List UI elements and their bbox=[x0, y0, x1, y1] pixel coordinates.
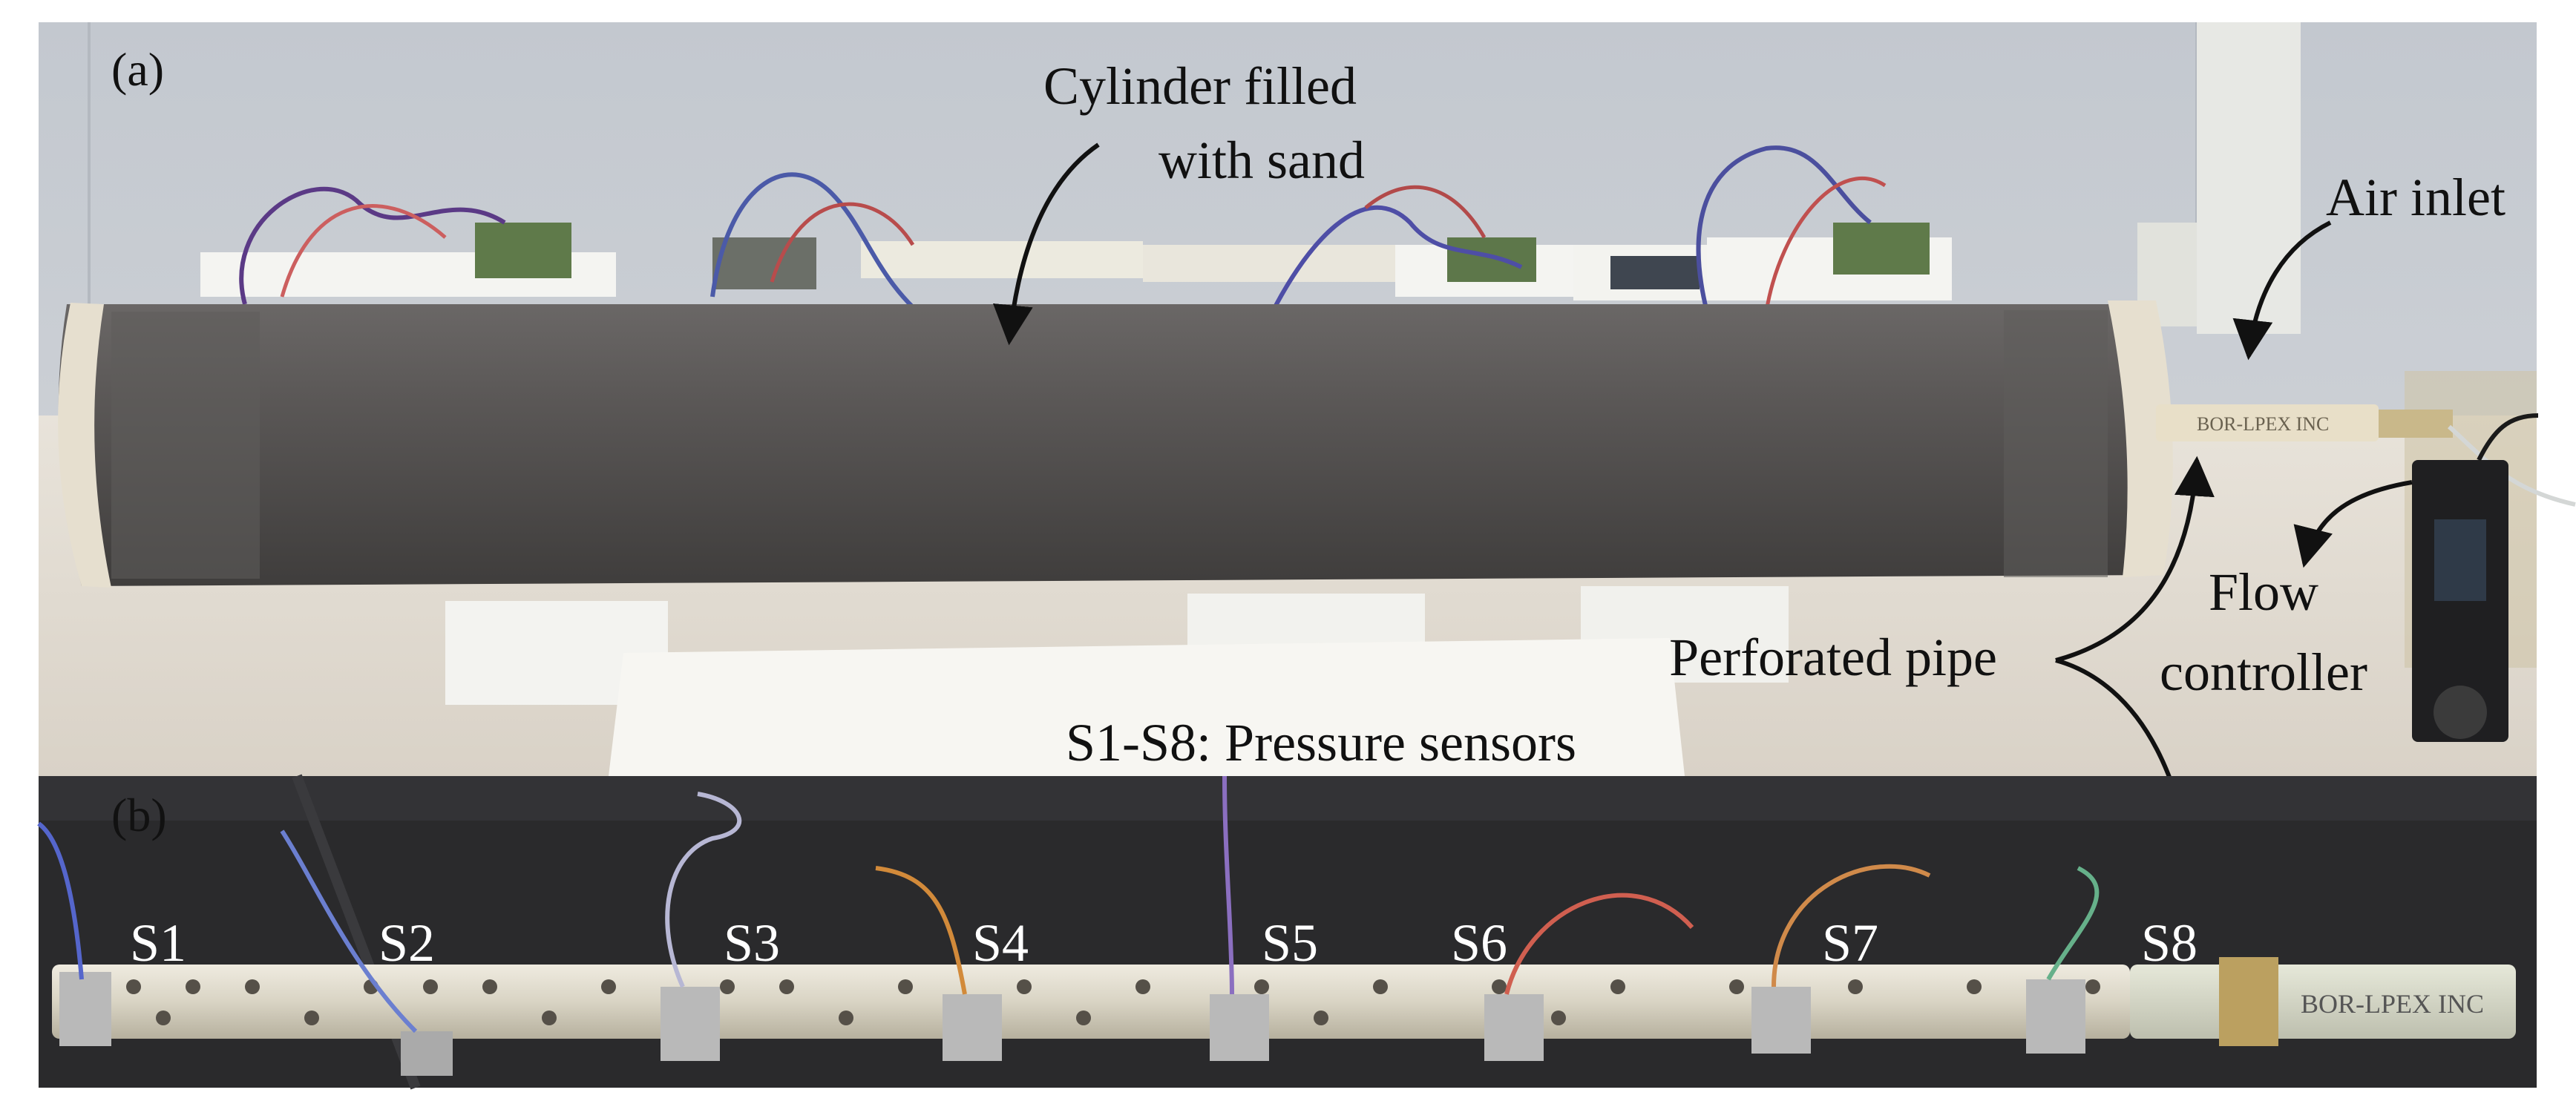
panel-a-label: (a) bbox=[111, 43, 164, 96]
sensor-label-s4: S4 bbox=[972, 913, 1029, 973]
sand-cylinder bbox=[58, 300, 2173, 588]
air-inlet-arrow bbox=[2232, 220, 2332, 361]
sensor-label-s7: S7 bbox=[1822, 913, 1878, 973]
flow-controller-device bbox=[2412, 413, 2539, 742]
panel-a-photo: BOR-LPEX INC bbox=[39, 22, 2576, 776]
flow-controller-annotation-line2: controller bbox=[2160, 643, 2367, 702]
panel-b-photo: BOR-LPEX INC bbox=[37, 774, 2537, 1090]
perforated-pipe-annotation: Perforated pipe bbox=[1669, 628, 1997, 687]
perforated-pipe-arrow-up bbox=[2055, 456, 2215, 663]
sensor-label-s2: S2 bbox=[378, 913, 435, 973]
sensor-label-s3: S3 bbox=[724, 913, 780, 973]
sensor-label-s5: S5 bbox=[1262, 913, 1318, 973]
cylinder-annotation-line1: Cylinder filled bbox=[1043, 56, 1357, 116]
flow-controller-annotation-line1: Flow bbox=[2209, 562, 2318, 622]
sensor-label-s8: S8 bbox=[2141, 913, 2198, 973]
pipe-marking-b: BOR-LPEX INC bbox=[2301, 989, 2484, 1019]
sensor-label-s1: S1 bbox=[130, 913, 186, 973]
sensor-hardware bbox=[37, 775, 2100, 1076]
air-inlet-annotation: Air inlet bbox=[2326, 168, 2505, 227]
electronics-boards bbox=[200, 145, 1952, 335]
sensor-labels: S1 S2 S3 S4 S5 S6 S7 S8 bbox=[130, 913, 2198, 973]
flow-controller-arrow bbox=[2293, 480, 2413, 568]
panel-b-label: (b) bbox=[111, 789, 167, 841]
sensor-caption: S1-S8: Pressure sensors bbox=[1066, 713, 1576, 772]
sensor-label-s6: S6 bbox=[1451, 913, 1507, 973]
cylinder-annotation-line2: with sand bbox=[1158, 131, 1365, 190]
white-cloth bbox=[609, 638, 1685, 776]
pipe-holes bbox=[126, 979, 2100, 1025]
air-inlet-pipe: BOR-LPEX INC bbox=[2156, 404, 2576, 507]
cylinder-arrow bbox=[992, 142, 1100, 346]
perforated-pipe bbox=[52, 965, 2130, 1039]
pipe-marking-a: BOR-LPEX INC bbox=[2197, 413, 2329, 435]
